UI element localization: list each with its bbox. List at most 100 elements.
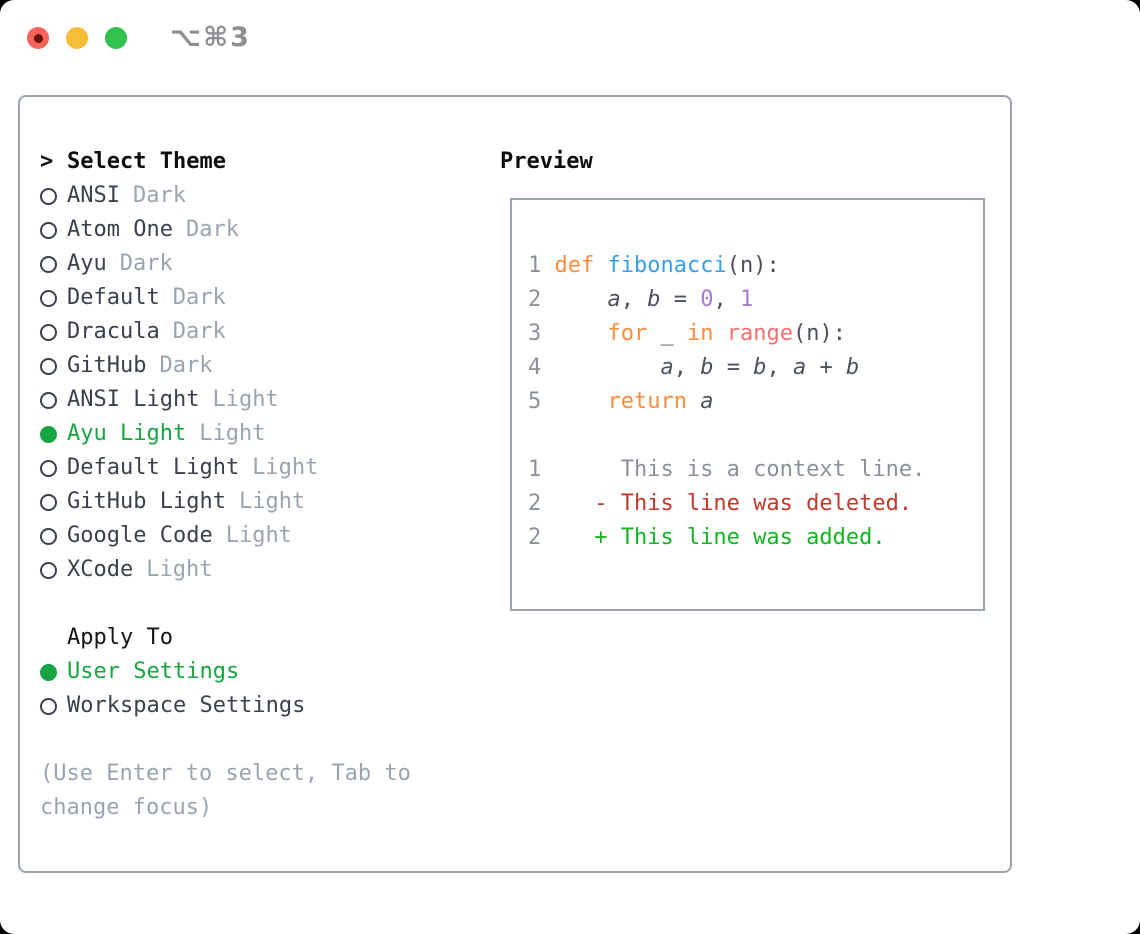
radio-icon bbox=[40, 527, 57, 545]
radio-icon bbox=[40, 289, 57, 307]
token-constant: 1 bbox=[739, 287, 754, 312]
code-line: 3 for _ in range(n): bbox=[528, 317, 983, 351]
variant-label: Light bbox=[212, 387, 279, 412]
token-deleted: - This line was deleted. bbox=[554, 491, 913, 516]
token-fg bbox=[687, 389, 700, 414]
variant-label: Dark bbox=[172, 319, 226, 344]
code-line: 5 return a bbox=[528, 385, 983, 419]
theme-option-google-code[interactable]: Google Code Light bbox=[40, 519, 460, 553]
variant-label: Light bbox=[199, 421, 266, 446]
option-label: User Settings bbox=[67, 659, 240, 684]
code-line: 1 This is a context line. bbox=[528, 453, 983, 487]
radio-icon bbox=[40, 561, 57, 579]
token-added: + This line was added. bbox=[554, 525, 886, 550]
variant-label: Light bbox=[225, 523, 292, 548]
radio-icon bbox=[40, 255, 57, 273]
token-var: b bbox=[647, 287, 661, 312]
code-line bbox=[528, 419, 983, 453]
code-line: 2 a, b = 0, 1 bbox=[528, 283, 983, 317]
help-text: (Use Enter to select, Tab to change focu… bbox=[40, 761, 411, 820]
token-fg bbox=[554, 355, 660, 380]
option-label: Atom One bbox=[67, 217, 173, 242]
option-label: Workspace Settings bbox=[67, 693, 306, 718]
radio-icon bbox=[40, 323, 57, 341]
variant-label: Dark bbox=[172, 285, 226, 310]
theme-option-atom-one[interactable]: Atom One Dark bbox=[40, 213, 460, 247]
close-dot-icon bbox=[33, 33, 43, 43]
theme-option-github[interactable]: GitHub Dark bbox=[40, 349, 460, 383]
token-fg: , bbox=[673, 355, 701, 380]
option-label: ANSI Light bbox=[67, 387, 200, 412]
token-constant: 0 bbox=[700, 287, 714, 312]
zoom-button[interactable] bbox=[105, 27, 127, 49]
option-label: Dracula bbox=[67, 319, 160, 344]
window-titlebar: ⌥⌘3 bbox=[0, 0, 1140, 95]
token-fg bbox=[554, 389, 607, 414]
token-fg bbox=[554, 287, 607, 312]
theme-option-dracula[interactable]: Dracula Dark bbox=[40, 315, 460, 349]
theme-option-ansi-light[interactable]: ANSI Light Light bbox=[40, 383, 460, 417]
radio-icon bbox=[40, 221, 57, 239]
variant-label: Dark bbox=[159, 353, 213, 378]
token-fg: = bbox=[660, 287, 701, 312]
token-fg: (n): bbox=[792, 321, 846, 346]
radio-selected-icon bbox=[40, 663, 57, 681]
token-var: b bbox=[753, 355, 767, 380]
code-line: 4 a, b = b, a + b bbox=[528, 351, 983, 385]
radio-icon bbox=[40, 697, 57, 715]
option-label: Ayu bbox=[67, 251, 107, 276]
radio-icon bbox=[40, 391, 57, 409]
theme-picker-heading: Select Theme bbox=[67, 149, 226, 174]
radio-icon bbox=[40, 357, 57, 375]
window-controls bbox=[27, 27, 127, 49]
option-label: GitHub Light bbox=[67, 489, 226, 514]
token-keyword: def bbox=[554, 253, 595, 278]
radio-icon bbox=[40, 187, 57, 205]
variant-label: Light bbox=[146, 557, 213, 582]
variant-label: Dark bbox=[185, 217, 239, 242]
option-label: Default Light bbox=[67, 455, 240, 480]
apply-to-heading: Apply To bbox=[67, 625, 173, 650]
code-line: 2 - This line was deleted. bbox=[528, 487, 983, 521]
token-fg: _ bbox=[647, 321, 687, 346]
focus-caret-icon: > bbox=[40, 149, 54, 174]
minimize-button[interactable] bbox=[66, 27, 88, 49]
line-number: 2 bbox=[528, 287, 542, 312]
variant-label: Light bbox=[252, 455, 319, 480]
line-number: 3 bbox=[528, 321, 542, 346]
theme-picker-heading-row: > Select Theme bbox=[40, 145, 460, 179]
option-label: GitHub bbox=[67, 353, 147, 378]
token-var: a bbox=[607, 287, 621, 312]
window-title: ⌥⌘3 bbox=[170, 22, 251, 53]
apply-option-user-settings[interactable]: User Settings bbox=[40, 655, 460, 689]
preview-heading: Preview bbox=[500, 149, 593, 174]
token-fg: + bbox=[806, 355, 846, 380]
option-label: Google Code bbox=[67, 523, 213, 548]
token-context: This is a context line. bbox=[554, 457, 926, 482]
option-label: Ayu Light bbox=[67, 421, 187, 446]
theme-option-ayu-light[interactable]: Ayu Light Light bbox=[40, 417, 460, 451]
line-number: 1 bbox=[528, 457, 542, 482]
token-keyword: for bbox=[607, 321, 648, 346]
variant-label: Dark bbox=[132, 183, 186, 208]
theme-option-default-light[interactable]: Default Light Light bbox=[40, 451, 460, 485]
radio-selected-icon bbox=[40, 425, 57, 443]
token-var: a bbox=[660, 355, 674, 380]
close-button[interactable] bbox=[27, 27, 49, 49]
line-number: 1 bbox=[528, 253, 542, 278]
apply-option-workspace-settings[interactable]: Workspace Settings bbox=[40, 689, 460, 723]
line-number: 2 bbox=[528, 525, 542, 550]
line-number: 2 bbox=[528, 491, 542, 516]
